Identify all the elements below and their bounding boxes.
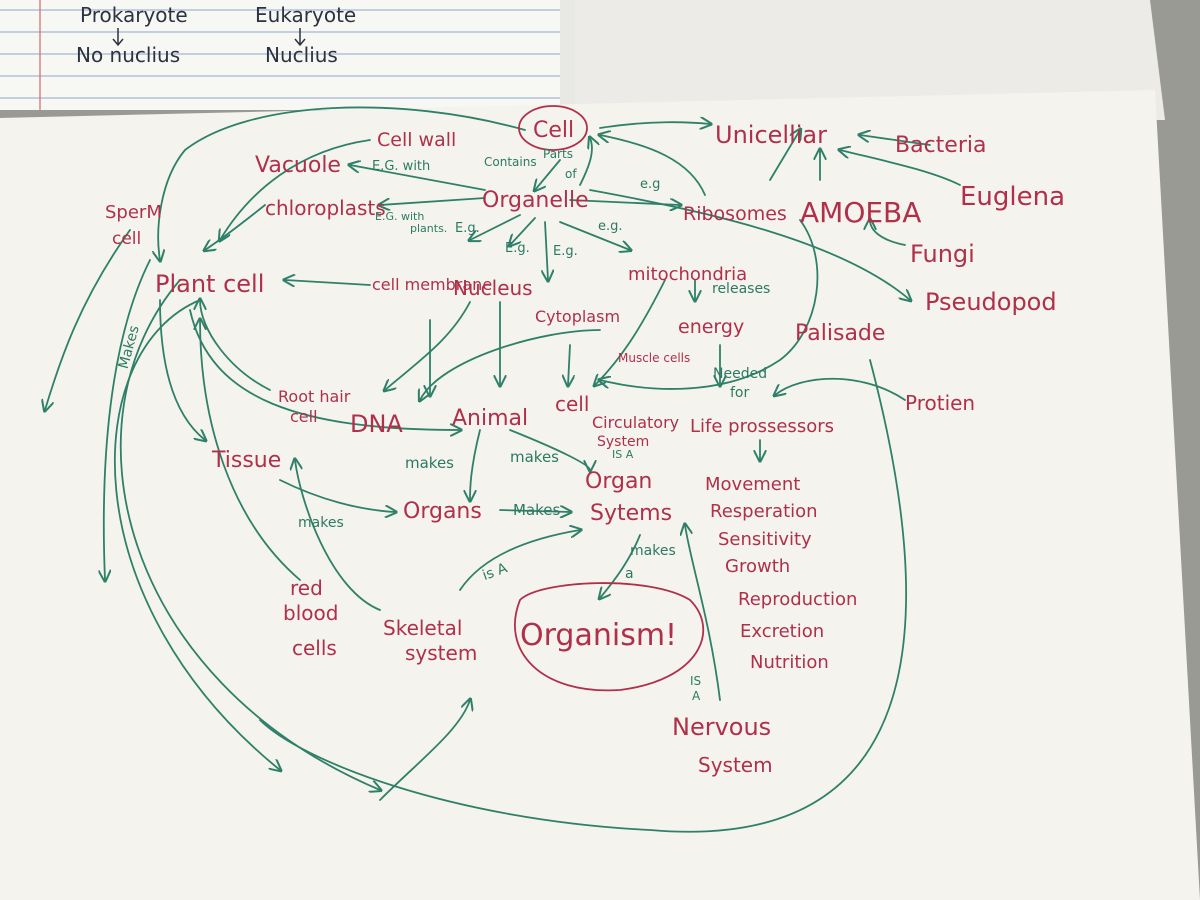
- concept-pseudopod: Pseudopod: [925, 288, 1057, 316]
- cell-circle: [518, 105, 588, 151]
- concept-animal-cell: cell: [555, 392, 589, 416]
- concept-protien: Protien: [905, 391, 975, 415]
- concept-amoeba: AMOEBA: [800, 196, 921, 229]
- link-plants: plants.: [410, 222, 447, 235]
- concept-growth: Growth: [725, 556, 790, 577]
- concept-sperm-cell: cell: [112, 229, 141, 249]
- concept-energy: energy: [678, 316, 744, 338]
- concept-sensitivity: Sensitivity: [718, 529, 812, 550]
- concept-red: red: [290, 576, 323, 600]
- link-makes-5: Makes: [513, 501, 561, 519]
- link-eg-3: E.g.: [553, 244, 578, 259]
- link-is-a-3: IS: [690, 674, 701, 688]
- link-eg-with: E.G. with: [372, 159, 430, 174]
- concept-chloroplasts: chloroplasts: [265, 196, 386, 220]
- link-eg-with-plants: E.G. with: [375, 210, 424, 223]
- link-needed: Needed: [713, 366, 767, 382]
- link-of: of: [565, 167, 577, 181]
- link-eg-5: e.g.: [598, 219, 623, 234]
- concept-root-hair-cell: cell: [290, 407, 318, 426]
- concept-organelle: Organelle: [482, 188, 589, 213]
- concept-plant-cell: Plant cell: [155, 270, 264, 298]
- concept-cell-membrane: cell membrane: [372, 275, 492, 294]
- concept-organ: Organ: [585, 469, 652, 494]
- eukaryote-note: Nuclius: [265, 43, 338, 67]
- link-is-a-2: IS A: [612, 448, 634, 461]
- notebook: Prokaryote No nuclius Eukaryote Nuclius: [0, 0, 580, 110]
- concept-circulatory-system: System: [597, 434, 649, 450]
- link-parts: Parts: [543, 147, 573, 161]
- concept-cytoplasm: Cytoplasm: [535, 307, 620, 326]
- concept-circulatory: Circulatory: [592, 413, 679, 432]
- prokaryote-heading: Prokaryote: [80, 3, 188, 27]
- concept-reproduction: Reproduction: [738, 589, 857, 610]
- link-eg-1: E.g.: [455, 221, 480, 236]
- concept-nutrition: Nutrition: [750, 652, 829, 673]
- link-contains: Contains: [484, 155, 537, 169]
- link-for: for: [730, 385, 749, 401]
- concept-animal: Animal: [452, 406, 528, 431]
- concept-organ-systems: Sytems: [590, 501, 672, 526]
- concept-blood-cells: cells: [292, 636, 337, 660]
- concept-nervous-system: System: [698, 753, 773, 777]
- background-sheet: [575, 0, 1165, 120]
- eukaryote-heading: Eukaryote: [255, 3, 356, 27]
- concept-life-processes: Life prossessors: [690, 416, 834, 437]
- link-a: a: [625, 566, 634, 582]
- concept-muscle-cells: Muscle cells: [618, 351, 690, 365]
- link-makes-3: makes: [510, 448, 559, 466]
- link-makes-6: makes: [630, 543, 676, 559]
- organism-oval: [514, 582, 705, 692]
- concept-tissue: Tissue: [211, 448, 281, 473]
- link-releases: releases: [712, 281, 770, 297]
- concept-cell: Cell: [533, 118, 574, 143]
- link-a-3: A: [692, 689, 701, 703]
- concept-dna: DNA: [350, 410, 403, 438]
- link-eg-2: E.g.: [505, 241, 530, 256]
- concept-organism: Organism!: [520, 618, 677, 653]
- concept-movement: Movement: [705, 474, 800, 495]
- concept-vacuole: Vacuole: [255, 153, 341, 178]
- concept-organs: Organs: [403, 499, 482, 524]
- link-makes-4: makes: [298, 515, 344, 531]
- concept-respiration: Resperation: [710, 501, 818, 522]
- link-eg-4: e.g: [640, 177, 660, 192]
- concept-labels: Cell Unicelliar Bacteria Euglena AMOEBA …: [105, 118, 1065, 777]
- link-makes-2: makes: [405, 454, 454, 472]
- connector-arrows: [45, 106, 961, 833]
- concept-blood: blood: [283, 601, 338, 625]
- concept-fungi: Fungi: [910, 240, 975, 268]
- concept-nervous: Nervous: [672, 713, 771, 741]
- concept-bacteria: Bacteria: [895, 133, 986, 158]
- concept-skeletal: Skeletal: [383, 616, 462, 640]
- concept-cell-wall: Cell wall: [377, 129, 456, 151]
- concept-root-hair: Root hair: [278, 387, 351, 406]
- concept-nucleus: Nucleus: [453, 276, 533, 300]
- concept-unicelliar: Unicelliar: [715, 121, 827, 149]
- prokaryote-note: No nuclius: [76, 43, 180, 67]
- concept-euglena: Euglena: [960, 182, 1065, 212]
- concept-sperm: SperM: [105, 202, 162, 223]
- concept-ribosomes: Ribosomes: [683, 203, 787, 225]
- concept-mitochondria: mitochondria: [628, 264, 747, 285]
- concept-excretion: Excretion: [740, 621, 824, 642]
- concept-skeletal-system: system: [405, 641, 477, 665]
- concept-palisade: Palisade: [795, 321, 885, 346]
